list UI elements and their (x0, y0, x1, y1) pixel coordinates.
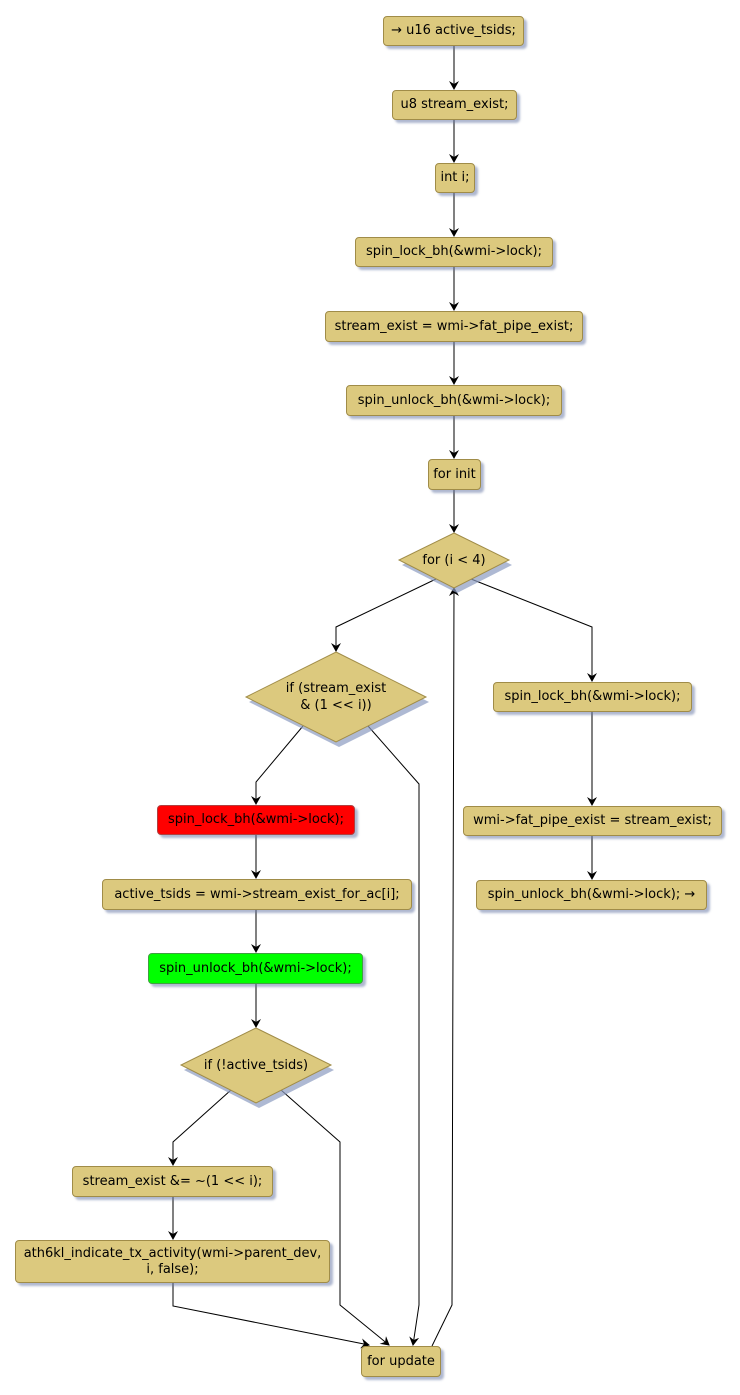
edge-l5-fu (172, 1282, 370, 1349)
diamond-shape (397, 532, 512, 593)
node-indicate-tx-activity: ath6kl_indicate_tx_activity(wmi->parent_… (15, 1240, 330, 1283)
decision-active-tsids: if (!active_tsids) (179, 1027, 334, 1108)
decision-stream-exist-bit: if (stream_exist & (1 << i)) (244, 651, 429, 747)
node-stream-exist-assign: stream_exist = wmi->fat_pipe_exist; (325, 311, 583, 342)
decision-label: if (!active_tsids) (203, 1058, 309, 1073)
node-active-tsids-assign: active_tsids = wmi->stream_exist_for_ac[… (102, 879, 412, 910)
edge-d1-r1 (470, 578, 597, 682)
node-for-update: for update (361, 1346, 441, 1377)
edge-fu-d1 (431, 587, 459, 1347)
node-spin-lock-right: spin_lock_bh(&wmi->lock); (493, 682, 692, 712)
node-declare-i: int i; (435, 163, 475, 193)
edge-d1-d2 (331, 578, 437, 652)
edge-d3-fu (280, 1089, 390, 1346)
node-spin-lock-1: spin_lock_bh(&wmi->lock); (355, 237, 553, 267)
edge-d2-fu (367, 725, 420, 1346)
node-spin-unlock-1: spin_unlock_bh(&wmi->lock); (346, 385, 562, 416)
diamond-shape (244, 651, 429, 747)
decision-label: for (i < 4) (422, 553, 486, 568)
edge-d3-l4 (168, 1089, 232, 1166)
node-for-init: for init (428, 459, 481, 490)
diamond-shape (179, 1027, 334, 1108)
decision-label: if (stream_exist & (1 << i)) (285, 681, 387, 713)
edge-d2-l1 (251, 725, 304, 805)
node-fat-pipe-assign: wmi->fat_pipe_exist = stream_exist; (463, 806, 722, 836)
decision-for-loop: for (i < 4) (397, 532, 512, 593)
node-declare-stream-exist: u8 stream_exist; (392, 90, 517, 120)
node-spin-unlock-highlight: spin_unlock_bh(&wmi->lock); (148, 953, 363, 984)
node-spin-unlock-right: spin_unlock_bh(&wmi->lock); → (476, 880, 707, 910)
node-declare-active-tsids: → u16 active_tsids; (383, 16, 524, 46)
node-clear-stream-bit: stream_exist &= ~(1 << i); (72, 1166, 273, 1197)
node-spin-lock-highlight: spin_lock_bh(&wmi->lock); (157, 805, 355, 835)
